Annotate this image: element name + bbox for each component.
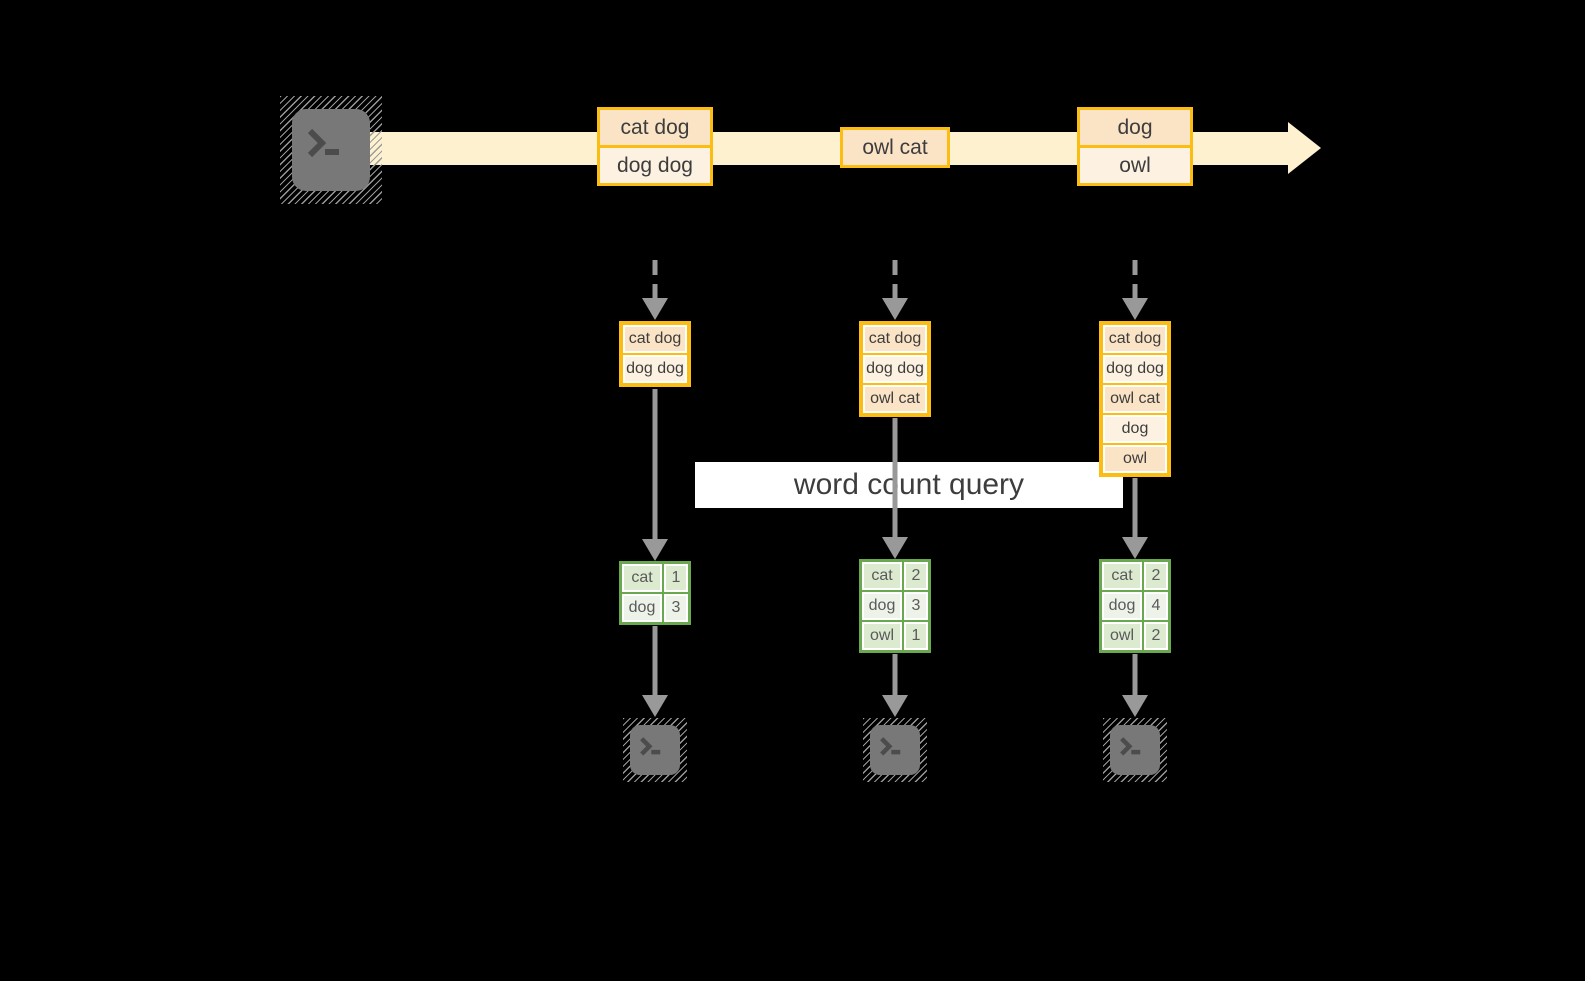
terminal-icon-body <box>1110 725 1160 775</box>
output-arrow <box>1122 654 1148 717</box>
result-count-cell: 3 <box>664 594 688 622</box>
batch-row: dog dog <box>1103 355 1167 383</box>
batch-row: cat dog <box>1103 325 1167 353</box>
terminal-prompt-icon <box>1120 737 1141 756</box>
stream-event-row: cat dog <box>600 110 710 145</box>
dashed-arrow <box>882 260 908 320</box>
query-arrow <box>642 389 668 561</box>
result-count-cell: 2 <box>904 562 928 590</box>
terminal-icon-body <box>870 725 920 775</box>
terminal-icon <box>863 718 927 782</box>
stream-event-row: dog <box>1080 110 1190 145</box>
query-arrow <box>1122 478 1148 559</box>
terminal-icon-body <box>630 725 680 775</box>
batch-row: dog dog <box>623 355 687 383</box>
result-count-cell: 2 <box>1144 562 1168 590</box>
stream-event-row: owl cat <box>843 130 947 165</box>
stream-event-row: owl <box>1080 145 1190 183</box>
terminal-prompt-icon <box>880 737 901 756</box>
result-word-cell: cat <box>862 562 902 590</box>
stream-event-row: dog dog <box>600 145 710 183</box>
batch-row: cat dog <box>863 325 927 353</box>
result-count-cell: 1 <box>904 622 928 650</box>
terminal-icon <box>623 718 687 782</box>
query-banner: word count query <box>695 462 1123 508</box>
stream-event-group-2: owl cat <box>840 127 950 168</box>
batch-row: owl cat <box>1103 385 1167 413</box>
terminal-prompt-icon <box>307 128 339 158</box>
batch-row: dog dog <box>863 355 927 383</box>
result-word-cell: cat <box>1102 562 1142 590</box>
result-word-cell: dog <box>862 592 902 620</box>
result-count-cell: 1 <box>664 564 688 592</box>
query-banner-label: word count query <box>793 468 1025 501</box>
result-word-cell: owl <box>862 622 902 650</box>
output-arrow <box>642 626 668 717</box>
batch-row: owl cat <box>863 385 927 413</box>
dashed-arrow <box>1122 260 1148 320</box>
result-word-cell: owl <box>1102 622 1142 650</box>
terminal-icon <box>280 96 382 204</box>
batch-row: owl <box>1103 445 1167 473</box>
stream-arrowhead-icon <box>1288 122 1321 174</box>
batch-row: cat dog <box>623 325 687 353</box>
terminal-prompt-icon <box>640 737 661 756</box>
output-arrow <box>882 654 908 717</box>
result-count-cell: 4 <box>1144 592 1168 620</box>
result-count-cell: 2 <box>1144 622 1168 650</box>
batch-row: dog <box>1103 415 1167 443</box>
terminal-icon-body <box>292 109 370 191</box>
result-count-cell: 3 <box>904 592 928 620</box>
result-word-cell: dog <box>622 594 662 622</box>
result-word-cell: dog <box>1102 592 1142 620</box>
result-word-cell: cat <box>622 564 662 592</box>
dashed-arrow <box>642 260 668 320</box>
terminal-icon <box>1103 718 1167 782</box>
